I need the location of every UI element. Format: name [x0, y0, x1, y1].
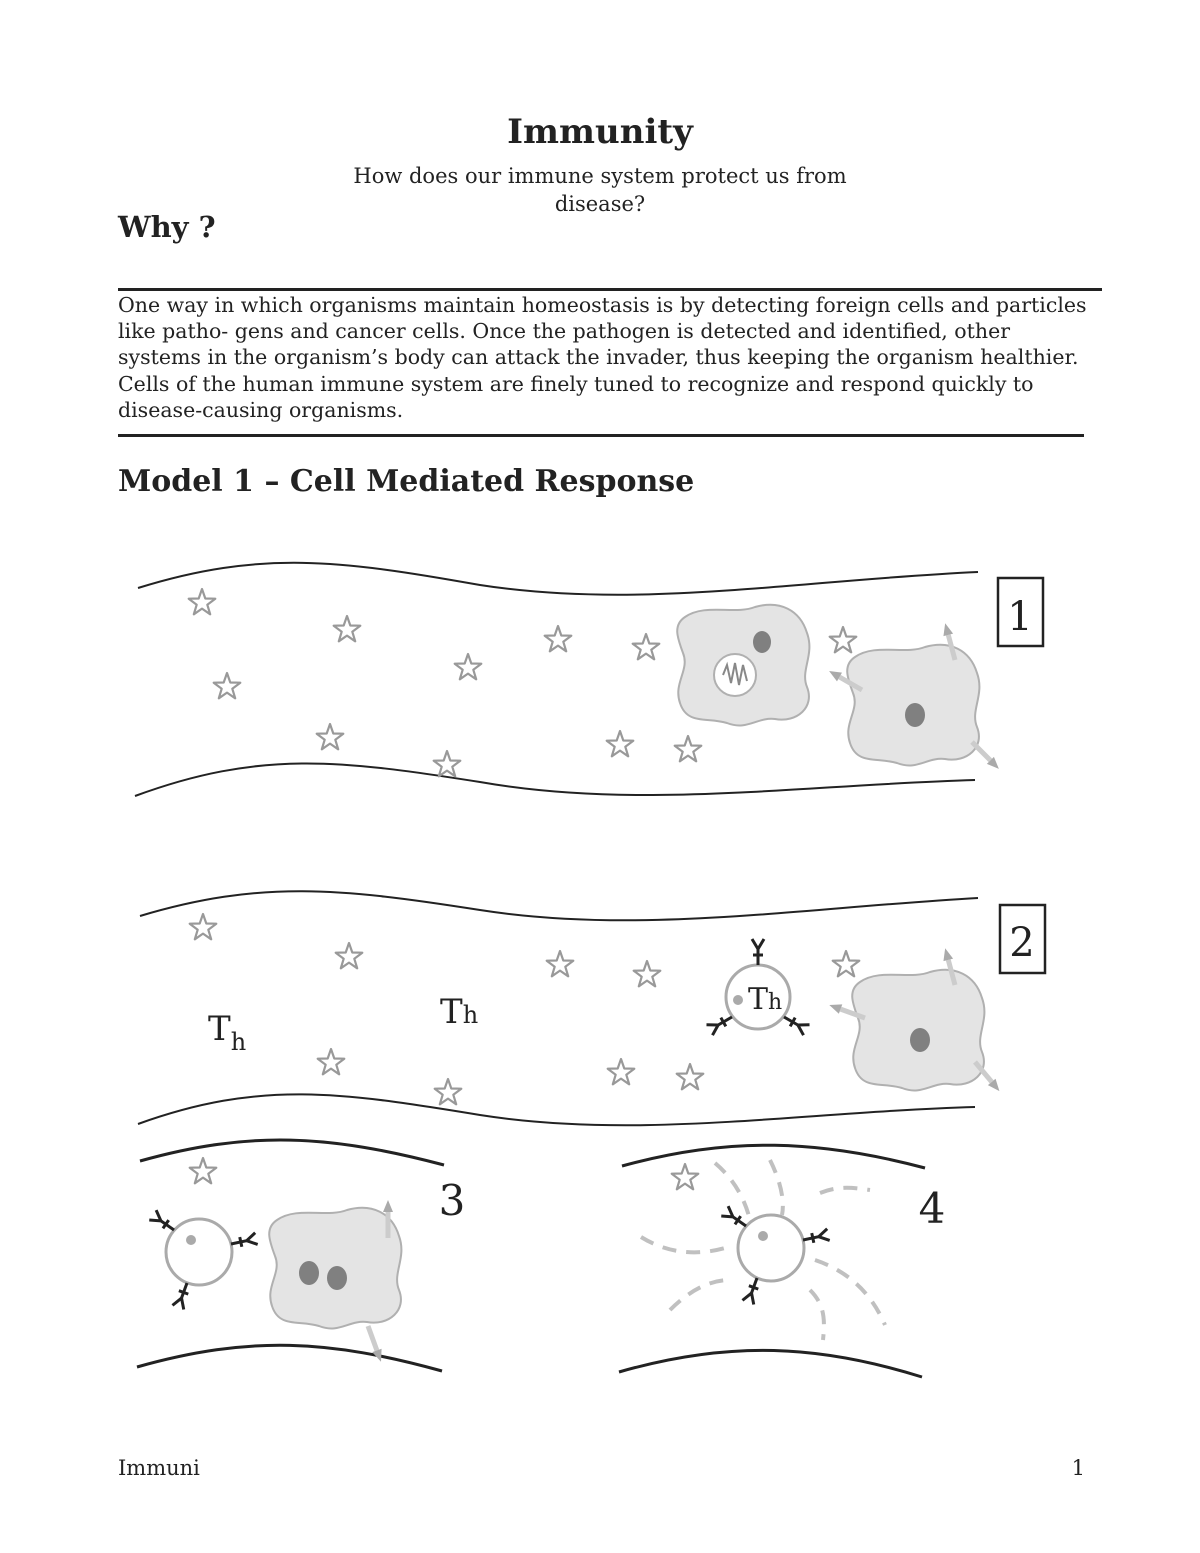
- antigen-star: [631, 632, 661, 661]
- footer-title: Immuni: [118, 1456, 200, 1480]
- antigen-star: [543, 624, 573, 653]
- antigen-star: [332, 614, 362, 643]
- panel-1: 1: [134, 561, 1045, 797]
- panel-4: 4: [618, 1143, 946, 1379]
- antigen-star: [605, 729, 635, 758]
- panel-number: 2: [1009, 920, 1034, 966]
- t-cell: [147, 1208, 260, 1311]
- page-title: Immunity: [507, 112, 693, 152]
- antigen-star: [670, 1162, 700, 1191]
- macrophage: [846, 643, 981, 767]
- panel-number: 1: [1007, 594, 1032, 640]
- why-heading: Why ?: [118, 210, 216, 244]
- antigen-star: [828, 625, 858, 654]
- page-number: 1: [1071, 1456, 1085, 1480]
- antigen-star: [433, 1077, 463, 1106]
- antigen-star: [432, 749, 462, 778]
- panel-number-box: [996, 576, 1045, 648]
- panel-number-box: [998, 903, 1047, 975]
- antigen-star: [675, 1062, 705, 1091]
- antigen-star: [831, 949, 861, 978]
- helper-t-cell-label: Th: [440, 992, 478, 1032]
- macrophage: [851, 968, 986, 1092]
- antigen-star: [545, 949, 575, 978]
- page-subtitle: How does our immune system protect us fr…: [353, 164, 847, 216]
- antigen-star: [334, 941, 364, 970]
- antigen-star: [316, 1047, 346, 1076]
- macrophage: [268, 1206, 403, 1330]
- antigen-star: [187, 587, 217, 616]
- antigen-star: [453, 652, 483, 681]
- antigen-star: [673, 734, 703, 763]
- model-title: Model 1 – Cell Mediated Response: [118, 464, 695, 499]
- helper-t-cell-label: Th: [208, 1009, 246, 1056]
- receptor: [750, 937, 766, 967]
- infected-macrophage: [676, 603, 811, 727]
- dissolved-cell-fragments: [639, 1159, 887, 1341]
- activated-helper-t-cell: Th: [704, 937, 812, 1037]
- antigen-star: [632, 959, 662, 988]
- t-cell: [719, 1204, 832, 1306]
- antigen-star: [315, 722, 345, 751]
- antigen-star: [188, 912, 218, 941]
- antigen-star: [212, 671, 242, 700]
- panel-3: 3: [136, 1138, 466, 1373]
- top-rule: [118, 288, 1102, 291]
- panel-2: 2 Th Th Th: [137, 890, 1047, 1127]
- antigen-star: [606, 1057, 636, 1086]
- panel-number: 4: [919, 1184, 946, 1233]
- why-paragraph: One way in which organisms maintain home…: [118, 293, 1087, 422]
- svg-text:Th: Th: [748, 982, 782, 1017]
- bottom-rule: [118, 434, 1084, 437]
- panel-number: 3: [439, 1176, 466, 1225]
- antigen-presented: [968, 738, 1002, 772]
- antigen-star: [188, 1156, 218, 1185]
